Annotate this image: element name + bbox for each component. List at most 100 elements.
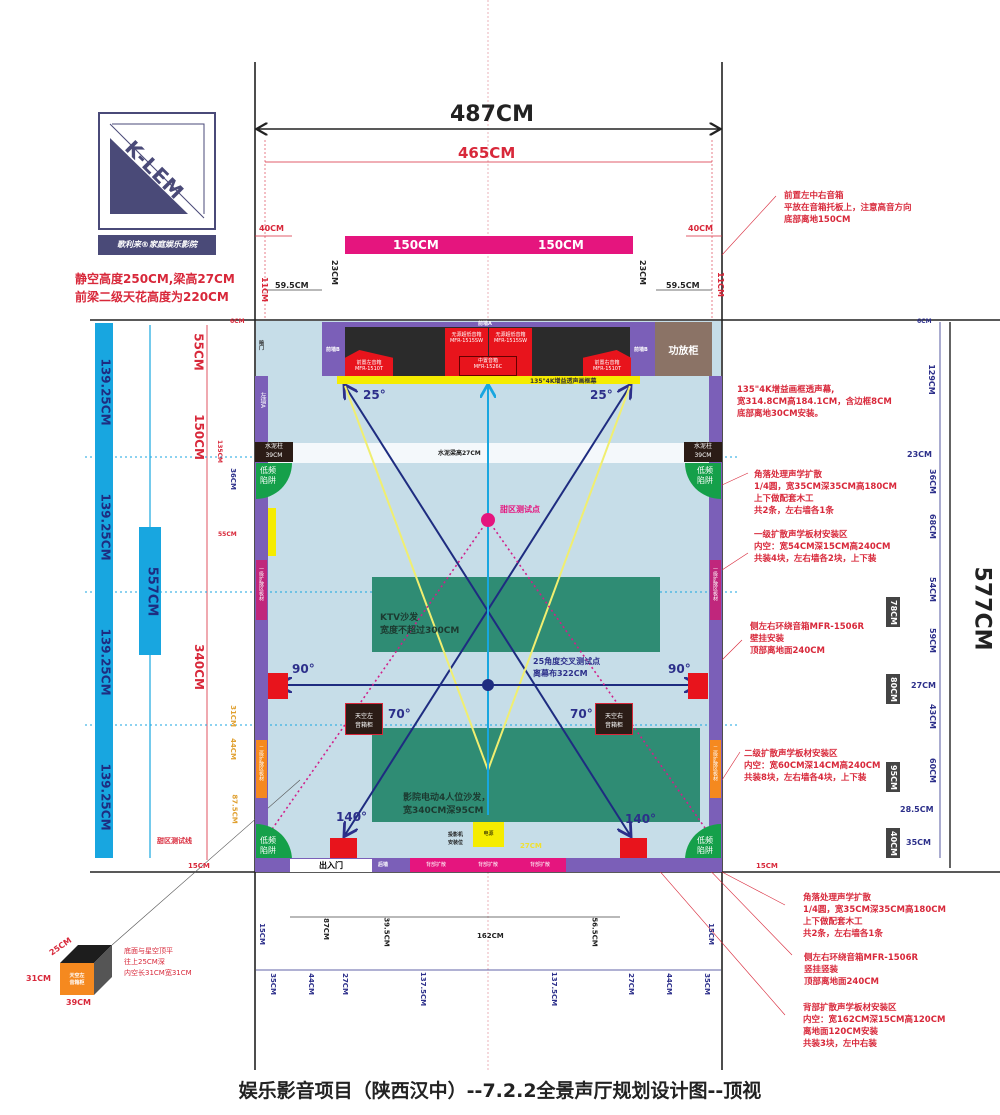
left-wall-label: 左墙A: [259, 392, 266, 409]
logo: K-LEM: [98, 112, 216, 230]
dim-screen-left: 150CM: [393, 238, 439, 252]
logo-mark: [109, 123, 205, 219]
dim-small-55: 55CM: [218, 531, 237, 538]
screen-label: 135"4K增益透声画框幕: [530, 378, 597, 385]
sub-right-model: MFR-1515SW: [493, 338, 528, 344]
annotation-line: 二级扩散声学板材安装区: [744, 749, 838, 759]
logo-subtitle: 歌利来®家庭娱乐影院: [98, 235, 216, 255]
dim-outer-width: 487CM: [450, 102, 534, 127]
left-diffuse1-panel: [256, 560, 267, 620]
right-pillar-label: 前墙B: [634, 347, 648, 353]
ceiling-left-name: 天空左: [354, 713, 373, 720]
projector-mount: 安装位: [448, 840, 464, 846]
dim-left-40: 40CM: [259, 224, 284, 233]
bass-trap-label: 陷阱: [697, 476, 713, 485]
left-pillar-label: 前墙B: [326, 347, 340, 353]
rear-diffuse-label: 背部扩散: [477, 862, 498, 868]
height-box-78: 78CM: [886, 597, 900, 627]
cross-point-label: 25角度交叉测试点: [533, 657, 601, 666]
rear-diffuse-label: 背部扩散: [425, 862, 446, 868]
left-diffuse1-label: 一级扩散区板材: [258, 566, 264, 601]
ktv-sofa-width: 宽度不超过300CM: [380, 626, 460, 636]
pillar-left-size: 39CM: [265, 452, 283, 459]
dim-right-60: 60CM: [927, 758, 937, 783]
right-diffuse1-panel: [710, 560, 721, 620]
dim-small-87.5: 87.5CM: [230, 794, 239, 824]
sub-right-name: 无源超低音箱: [495, 332, 526, 338]
pillar-right-name: 水泥柱: [693, 443, 712, 450]
dim-small-44: 44CM: [228, 738, 237, 760]
front-left-name: 前置左音箱: [356, 360, 382, 366]
projector-box-label: 电源: [483, 831, 494, 837]
ceiling-speaker-right: 天空右音箱柜: [595, 703, 633, 735]
dim-small-36: 36CM: [228, 468, 237, 490]
sweet-test-point: [481, 513, 495, 527]
dim-b2-35-left: 35CM: [268, 973, 277, 995]
dim-red-340: 340CM: [191, 644, 206, 690]
dim-right-35: 35CM: [906, 838, 931, 847]
total-depth-box: [139, 527, 161, 655]
center-model: MFR-1526C: [473, 364, 503, 370]
annotation-corner2: 角落处理声学扩散 1/4圆，宽35CM深35CM高180CM 上下做配套木工共2条，…: [803, 892, 946, 940]
annotation-line: 1/4圆，宽35CM深35CM高180CM: [803, 905, 946, 915]
rear-wall-label: 后墙: [378, 862, 389, 868]
angle-140-left: 140°: [336, 810, 368, 824]
annotation-line: 上下做配套木工: [754, 494, 814, 504]
annotation-line: 内空：宽60CM深14CM高240CM: [744, 761, 881, 771]
annotation-line: 壁挂安装: [750, 634, 785, 644]
projector-box: 电源: [473, 822, 504, 847]
front-right-model: MFR-1510T: [592, 366, 622, 372]
annotation-line: 角落处理声学扩散: [754, 470, 823, 480]
dim-small-135: 135CM: [215, 440, 223, 463]
note-ceiling-height: 静空高度250CM,梁高27CM: [75, 272, 235, 286]
dim-red-55: 55CM: [191, 333, 206, 371]
height-box-label: 95CM: [888, 764, 898, 790]
left-diffuse2-panel: [256, 740, 267, 798]
dim-right-43: 43CM: [927, 704, 937, 729]
amp-cabinet: 功放柜: [655, 322, 712, 376]
dim-b2-44-right: 44CM: [664, 973, 673, 995]
annotation-line: 内空：宽162CM深15CM高120CM: [803, 1015, 946, 1025]
sub-left-model: MFR-1515SW: [449, 338, 484, 344]
dim-blue-4: 139.25CM: [98, 763, 113, 831]
dim-right-28.5: 28.5CM: [900, 805, 934, 814]
annotation-line: 侧左右环绕音箱MFR-1506R: [804, 953, 919, 963]
front-wall-label: 前墙A: [478, 321, 492, 327]
dim-right-59: 59CM: [927, 628, 937, 653]
annotation-line: 底部离地150CM: [784, 215, 851, 225]
dim-right-59.5: 59.5CM: [666, 281, 700, 290]
dim-b2-137.5-left: 137.5CM: [419, 971, 428, 1007]
dim-left-59.5: 59.5CM: [275, 281, 309, 290]
annotation-line: 顶部离地面240CM: [750, 646, 825, 656]
annotation-line: 共2条，左右墙各1条: [803, 929, 883, 939]
dim-right-40: 40CM: [688, 224, 713, 233]
angle-25-left: 25°: [363, 388, 386, 402]
sub-left-name: 无源超低音箱: [451, 332, 482, 338]
annotation-line: 底部离地30CM安装。: [737, 409, 824, 419]
dim-total-557: 557CM: [144, 566, 160, 617]
box-height: 31CM: [26, 974, 51, 983]
entrance-door[interactable]: 出入门: [290, 859, 372, 872]
annotation-line: 角落处理声学扩散: [803, 893, 872, 903]
left-pillar: [322, 322, 345, 376]
annotation-front-speakers: 前置左中右音箱平放在音箱托板上，注意高音方向底部离地150CM: [784, 190, 912, 226]
dim-total-577: 577CM: [969, 566, 995, 651]
angle-70-right: 70°: [570, 707, 593, 721]
annotation-line: 上下做配套木工: [803, 917, 863, 927]
box-detail-label: 天空左: [69, 973, 85, 979]
annotation-line: 底面与星空顶平: [124, 947, 173, 955]
dim-b2-137.5-right: 137.5CM: [550, 971, 559, 1007]
right-diffuse2-panel: [710, 740, 721, 798]
dim-blue-2: 139.25CM: [98, 493, 113, 561]
angle-140-right: 140°: [625, 812, 657, 826]
ceiling-right-name: 天空右: [604, 713, 623, 720]
rear-diffuse-1: 背部扩散: [410, 858, 462, 872]
cross-test-point: [482, 679, 494, 691]
screen-width-bar: [345, 236, 633, 254]
